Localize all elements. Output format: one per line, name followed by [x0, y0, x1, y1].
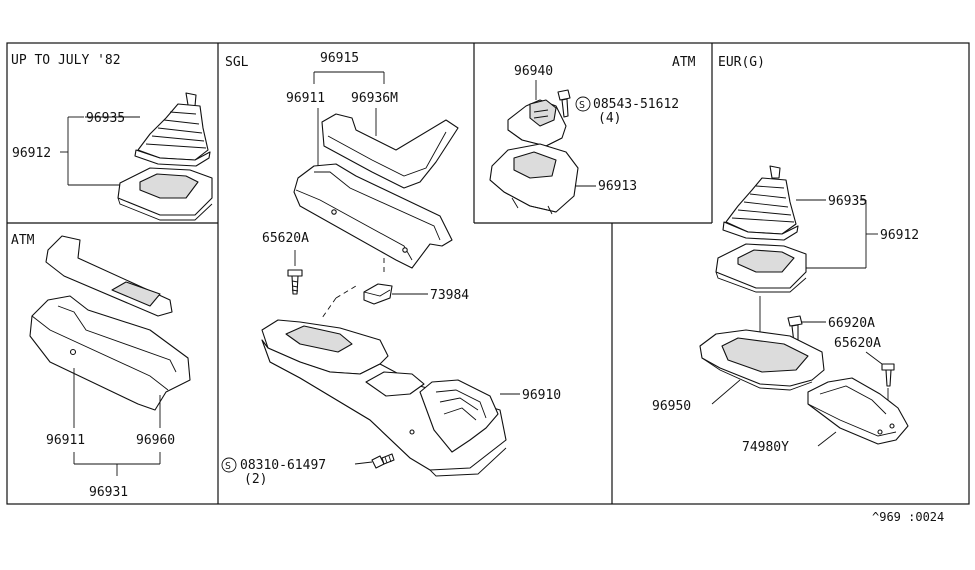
label-96913: 96913 — [598, 179, 637, 194]
panel-title: ATM — [672, 55, 696, 70]
screw-symbol: S — [225, 461, 231, 472]
label-screw-qty-2: (2) — [244, 472, 267, 487]
label-screw-qty-4: (4) — [598, 111, 621, 126]
panel-title: UP TO JULY '82 — [11, 53, 121, 68]
label-96910: 96910 — [522, 388, 561, 403]
finisher-96913 — [489, 143, 579, 215]
console-96950 — [699, 329, 825, 391]
diagram-code: ^969 :0024 — [872, 510, 944, 524]
label-96940: 96940 — [514, 64, 553, 79]
bracket-74980y — [807, 377, 909, 445]
label-96950: 96950 — [652, 399, 691, 414]
shift-boot-eur — [722, 165, 799, 241]
label-96936m: 96936M — [351, 91, 398, 106]
label-74980y: 74980Y — [742, 440, 789, 455]
upper-console — [293, 163, 453, 269]
screw-08310 — [371, 453, 395, 469]
label-65620a-sgl: 65620A — [262, 231, 309, 246]
label-96912-eur: 96912 — [880, 228, 919, 243]
label-65620a-eur: 65620A — [834, 336, 881, 351]
clip-65620a-eur — [881, 363, 895, 387]
label-96911: 96911 — [46, 433, 85, 448]
label-96935-eur: 96935 — [828, 194, 867, 209]
clip-65620a — [287, 269, 303, 295]
screw-08543 — [557, 89, 571, 118]
panel-up-to-july: UP TO JULY '82 96935 96912 — [11, 53, 213, 221]
panel-atm-top: ATM 96940 S 08543-51612 (4) 96913 — [489, 55, 696, 215]
console-plate — [45, 235, 173, 317]
console-mat — [321, 113, 459, 189]
shift-bezel-eur — [715, 243, 807, 293]
label-96912: 96912 — [12, 146, 51, 161]
label-96960: 96960 — [136, 433, 175, 448]
panel-title: EUR(G) — [718, 55, 765, 70]
indicator-96940 — [507, 99, 567, 147]
shift-bezel — [117, 167, 213, 221]
label-08543-51612: 08543-51612 — [593, 97, 679, 112]
label-08310-61497: 08310-61497 — [240, 458, 326, 473]
main-console — [261, 319, 507, 477]
screw-symbol-atm: S — [579, 100, 585, 111]
cap-73984 — [363, 283, 393, 305]
label-96931: 96931 — [89, 485, 128, 500]
outer-frame — [6, 42, 970, 505]
panel-sgl: SGL 96915 96911 96936M 65620A — [221, 51, 561, 487]
panel-title: SGL — [225, 55, 249, 70]
label-96935: 96935 — [86, 111, 125, 126]
shift-boot — [134, 92, 211, 167]
label-73984: 73984 — [430, 288, 469, 303]
label-66920a: 66920A — [828, 316, 875, 331]
screw-symbol-circle-atm — [575, 96, 591, 112]
panel-eur: EUR(G) 96935 96912 66920A — [652, 55, 919, 455]
screw-symbol-circle — [221, 457, 237, 473]
panel-atm-left: ATM 96911 96960 96931 — [11, 233, 191, 500]
console-body — [29, 295, 191, 411]
panel-title: ATM — [11, 233, 35, 248]
label-96915: 96915 — [320, 51, 359, 66]
label-96911-sgl: 96911 — [286, 91, 325, 106]
panel-frames — [6, 42, 970, 505]
